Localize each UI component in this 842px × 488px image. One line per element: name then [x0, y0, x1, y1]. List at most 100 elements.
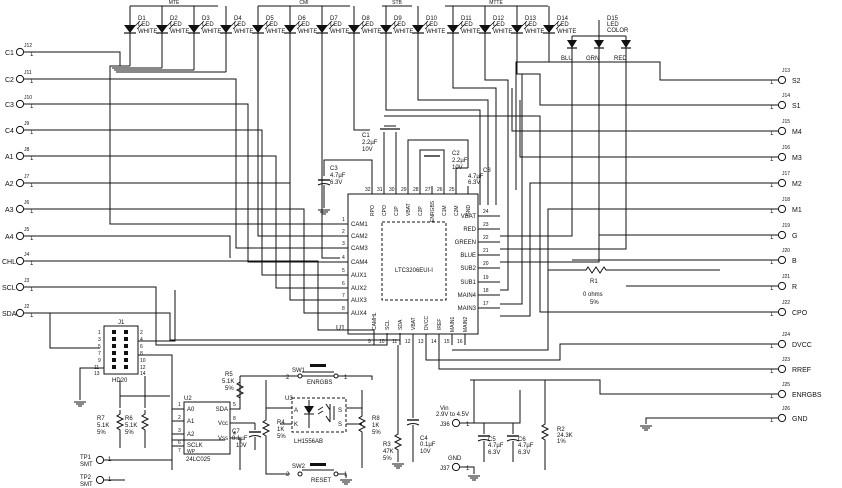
jack-j14-s1[interactable]: S1 J14 1 [517, 73, 801, 111]
jack-j25-enrgbs[interactable]: ENRGBS J25 1 [470, 379, 822, 400]
svg-text:C5: C5 [488, 437, 496, 443]
jack-j26-gnd[interactable]: GND J26 1 [639, 406, 808, 431]
jack-j7-a2[interactable]: A2 J7 1 [5, 174, 340, 301]
led-d10: D10 LED WHITE [411, 16, 445, 43]
jack-j24-dvcc[interactable]: DVCC J24 1 [425, 332, 812, 361]
svg-text:LED: LED [362, 22, 374, 28]
svg-text:LED: LED [266, 22, 278, 28]
svg-text:2: 2 [140, 330, 143, 336]
svg-text:7: 7 [98, 351, 101, 357]
jack-j8-a1[interactable]: A1 J8 1 [5, 147, 340, 289]
svg-text:D14: D14 [557, 16, 569, 22]
svg-text:LED: LED [394, 22, 406, 28]
svg-text:CAMHL: CAMHL [372, 312, 378, 330]
svg-text:CAM2: CAM2 [351, 234, 368, 240]
svg-text:C2M: C2M [454, 205, 460, 216]
svg-text:A2: A2 [5, 181, 14, 188]
jack-j9-c4[interactable]: C4 J9 1 [5, 121, 340, 276]
svg-text:AUX2: AUX2 [351, 286, 367, 292]
led-d15-rgb: D15 LED COLOR BLU GRN RED [500, 16, 632, 263]
svg-text:C7: C7 [232, 429, 240, 435]
svg-text:D10: D10 [426, 16, 438, 22]
svg-text:G: G [792, 233, 797, 240]
svg-text:1: 1 [98, 330, 101, 336]
jack-j16-m3[interactable]: M3 J16 1 [519, 100, 802, 163]
jack-j5-a4[interactable]: A4 J5 1 [5, 227, 231, 258]
svg-text:LED: LED [426, 22, 438, 28]
jack-j11-c2[interactable]: C2 J11 1 [5, 70, 340, 249]
switch-sw1[interactable]: SW1 ENRGBS 2 1 [286, 364, 373, 386]
svg-text:J8: J8 [24, 147, 30, 153]
svg-text:J15: J15 [782, 119, 790, 125]
svg-text:5: 5 [98, 344, 101, 350]
svg-text:J37: J37 [440, 466, 450, 472]
svg-text:3: 3 [98, 337, 101, 343]
svg-text:4: 4 [342, 255, 345, 261]
jack-j20-b[interactable]: B J20 1 [572, 248, 797, 266]
svg-text:Vin: Vin [440, 406, 449, 412]
gnd-input[interactable]: GND J37 1 [440, 456, 481, 481]
jack-j17-m2[interactable]: M2 J17 1 [500, 171, 802, 317]
cap-c6: C6 4.7µF 6.3V [506, 423, 534, 462]
svg-text:ENRGBS: ENRGBS [430, 200, 436, 222]
svg-text:A1: A1 [187, 419, 195, 425]
test-point-tp2[interactable]: TP2 SMT 1 [80, 475, 125, 488]
svg-text:D15: D15 [607, 16, 619, 22]
svg-text:CPO: CPO [382, 205, 388, 216]
svg-text:J22: J22 [782, 300, 790, 306]
svg-text:MAIN2: MAIN2 [463, 317, 469, 333]
svg-text:5: 5 [342, 268, 345, 274]
svg-text:RPO: RPO [370, 205, 376, 216]
svg-text:4.7µF: 4.7µF [488, 443, 504, 449]
jack-j23-rref[interactable]: RREF J23 1 [438, 345, 811, 375]
svg-text:3: 3 [178, 428, 181, 434]
svg-text:J14: J14 [782, 93, 790, 99]
svg-text:J4: J4 [24, 252, 30, 258]
svg-text:J36: J36 [440, 422, 450, 428]
svg-text:C2: C2 [5, 77, 14, 84]
svg-text:S: S [338, 408, 342, 414]
led-d12: D12 LED WHITE [478, 16, 512, 43]
svg-text:WHITE: WHITE [362, 29, 381, 35]
top-bus: MTE CMI STB MTTE [130, 0, 548, 7]
led-d8: D8 LED WHITE [347, 16, 381, 43]
led-d9: D9 LED WHITE [379, 16, 413, 43]
svg-text:21: 21 [483, 248, 489, 254]
svg-text:D1: D1 [138, 16, 146, 22]
svg-text:U3: U3 [285, 396, 293, 402]
led-d1: D1 LED WHITE [123, 16, 157, 43]
svg-text:J26: J26 [782, 406, 790, 412]
svg-text:0 ohms: 0 ohms [583, 292, 603, 298]
svg-text:C4: C4 [5, 128, 14, 135]
svg-text:2: 2 [342, 229, 345, 235]
svg-text:1: 1 [30, 236, 34, 242]
svg-text:C1M: C1M [442, 205, 448, 216]
svg-text:22: 22 [483, 235, 489, 241]
svg-text:10: 10 [140, 358, 146, 364]
led-d2: D2 LED WHITE [155, 16, 189, 43]
jack-j19-g[interactable]: G J19 1 [599, 223, 797, 241]
vin-input[interactable]: Vin 2.9V to 4.5V J36 1 [436, 380, 521, 428]
svg-text:WHITE: WHITE [525, 29, 544, 35]
jack-j18-m1[interactable]: M1 J18 1 [452, 197, 802, 351]
svg-text:6: 6 [342, 281, 345, 287]
svg-text:R2: R2 [557, 427, 565, 433]
jack-j15-m4[interactable]: M4 J15 1 [511, 88, 802, 137]
u1-ic: LTC3206EUI-I U1 CAM1 1 CAM2 2 CAM3 3 CAM… [336, 186, 500, 345]
jack-j22-cpo[interactable]: CPO J22 1 [384, 115, 808, 318]
svg-text:D6: D6 [298, 16, 306, 22]
svg-text:C1P: C1P [394, 206, 400, 216]
svg-text:S2: S2 [792, 78, 801, 85]
jack-j13-s2[interactable]: S2 J13 1 [549, 61, 801, 86]
jack-j4-chl[interactable]: CHL J4 1 [2, 252, 375, 345]
svg-text:A0: A0 [187, 407, 195, 413]
svg-text:1: 1 [466, 422, 470, 428]
switch-sw2[interactable]: SW2 RESET 2 1 [286, 463, 353, 485]
svg-text:6.3V: 6.3V [330, 180, 342, 186]
jack-j21-r[interactable]: R J21 1 [626, 274, 797, 292]
svg-text:IREF: IREF [437, 319, 443, 330]
svg-text:C4: C4 [420, 436, 428, 442]
jack-j12-c1[interactable]: C1 J12 1 [5, 43, 130, 67]
svg-text:5%: 5% [97, 430, 106, 436]
test-point-tp1[interactable]: TP1 SMT 1 [80, 455, 172, 468]
